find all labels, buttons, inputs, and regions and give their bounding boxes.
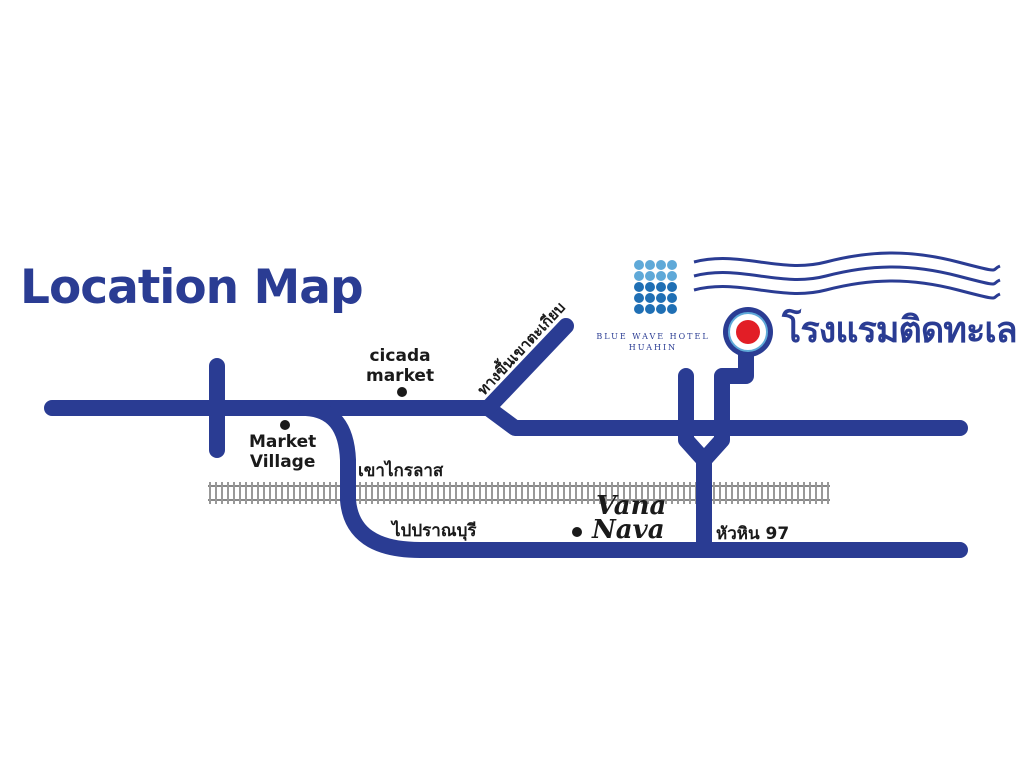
- sea-waves: [693, 251, 1001, 300]
- vana-nava-logo: Vana Nava: [591, 491, 666, 545]
- railway-track: [208, 482, 830, 504]
- logo-dot: [667, 282, 677, 292]
- cicada-market-label: cicada market: [366, 346, 435, 386]
- hotel-access-road: [678, 338, 754, 468]
- logo-dot: [634, 293, 644, 303]
- logo-dot: [656, 293, 666, 303]
- vana-nava-line2: Nava: [591, 515, 665, 545]
- logo-dot: [656, 282, 666, 292]
- vana-nava-line1: Vana: [596, 491, 666, 521]
- logo-dot: [667, 304, 677, 314]
- logo-dot: [645, 282, 655, 292]
- logo-dot: [667, 271, 677, 281]
- roads: [44, 318, 968, 558]
- huahin-97-label: หัวหิน 97: [716, 524, 790, 544]
- logo-dot: [656, 260, 666, 270]
- logo-dot: [634, 304, 644, 314]
- logo-dot: [634, 260, 644, 270]
- hotel-logo-text: BLUE WAVE HOTEL HUAHIN: [594, 331, 712, 353]
- khao-krailas-label: เขาไกรลาส: [358, 461, 444, 481]
- logo-dot: [645, 304, 655, 314]
- logo-dot: [634, 282, 644, 292]
- logo-line1: BLUE WAVE HOTEL: [596, 332, 710, 341]
- logo-dot: [645, 293, 655, 303]
- main-road-west: [44, 400, 968, 436]
- hotel-thai-name: โรงแรมติดทะเล: [782, 310, 1018, 351]
- page-title: Location Map: [20, 260, 364, 315]
- logo-line2: HUAHIN: [628, 343, 678, 352]
- pranburi-label: ไปปราณบุรี: [392, 521, 477, 541]
- logo-dot: [645, 271, 655, 281]
- khao-takiab-road: [480, 318, 574, 416]
- blue-wave-logo-icon: [634, 260, 677, 314]
- logo-dot: [634, 271, 644, 281]
- curved-road-south: [298, 400, 968, 558]
- logo-dot: [656, 271, 666, 281]
- market-village-dot: [280, 420, 290, 430]
- logo-dot: [667, 260, 677, 270]
- market-village-label: Market Village: [249, 432, 317, 472]
- logo-dot: [645, 260, 655, 270]
- logo-dot: [656, 304, 666, 314]
- cicada-market-dot: [397, 387, 407, 397]
- logo-dot: [667, 293, 677, 303]
- hotel-location-marker[interactable]: [723, 307, 773, 357]
- vana-nava-dot: [572, 527, 582, 537]
